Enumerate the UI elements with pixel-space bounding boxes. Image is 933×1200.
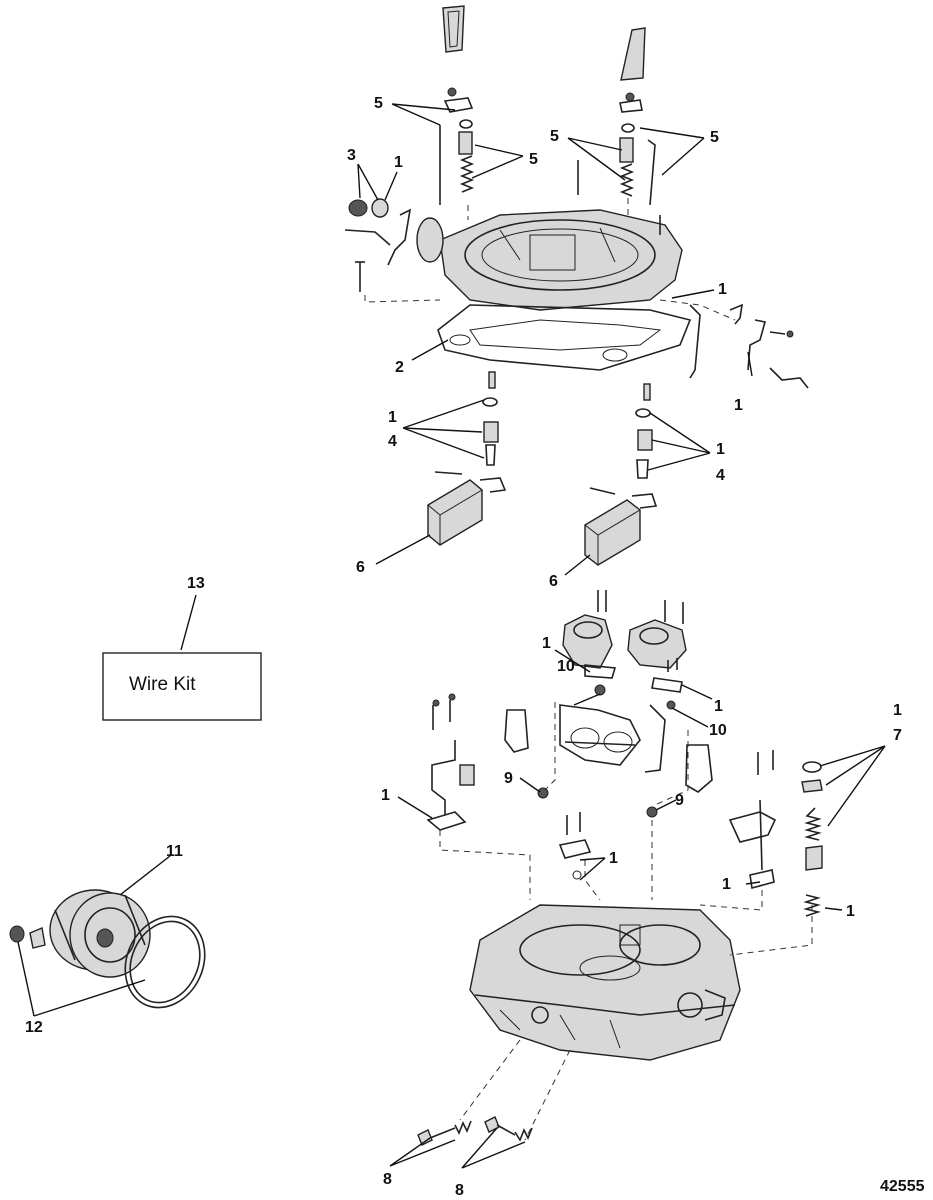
linkage-left (344, 198, 412, 266)
callout-9a: 9 (504, 770, 513, 787)
air-valve-right (620, 27, 646, 81)
idle-parts-center (558, 812, 592, 880)
callout-6a: 6 (356, 559, 365, 576)
wire-kit-box (102, 652, 262, 721)
callout-13: 13 (187, 575, 205, 592)
float-right (584, 499, 641, 566)
callout-4b: 4 (716, 467, 725, 484)
callout-4a: 4 (388, 433, 397, 450)
callout-1k: 1 (722, 876, 731, 893)
callout-3: 3 (347, 147, 356, 164)
callout-8b: 8 (455, 1182, 464, 1199)
pump-linkage-right (689, 303, 809, 389)
callout-10b: 10 (709, 722, 727, 739)
pump-plunger-parts (504, 664, 713, 793)
callout-1g: 1 (714, 698, 723, 715)
callout-2: 2 (395, 359, 404, 376)
callout-12: 12 (25, 1019, 43, 1036)
callout-5a: 5 (374, 95, 383, 112)
callout-1b: 1 (718, 281, 727, 298)
choke-housing (49, 889, 151, 978)
idle-mixture-screw-right (801, 761, 823, 917)
choke-pulloff-right (728, 750, 777, 890)
callout-1i: 1 (381, 787, 390, 804)
callout-1j: 1 (609, 850, 618, 867)
check-balls (537, 787, 658, 818)
air-horn-body (355, 209, 683, 311)
callout-8a: 8 (383, 1171, 392, 1188)
callout-1h: 1 (893, 702, 902, 719)
callout-1a: 1 (394, 154, 403, 171)
callout-5d: 5 (710, 129, 719, 146)
choke-screws (9, 925, 46, 949)
needle-seat-right (589, 383, 658, 509)
throttle-body (469, 904, 741, 1061)
idle-mixture-screws (417, 1116, 533, 1146)
choke-gasket (124, 915, 206, 1009)
vacuum-diaphragm-assemblies (562, 590, 687, 672)
callout-1d: 1 (388, 409, 397, 426)
leader-lines (17, 103, 886, 1169)
callout-numbers: 5 5 5 5 3 1 2 1 1 1 4 1 4 6 6 13 1 10 1 … (25, 95, 902, 1199)
callout-1f: 1 (542, 635, 551, 652)
choke-assembly-left (426, 693, 475, 831)
gasket (437, 304, 692, 371)
needle-seat-left (434, 371, 507, 493)
callout-5b: 5 (529, 151, 538, 168)
callout-9b: 9 (675, 792, 684, 809)
wire-kit-label: Wire Kit (129, 674, 196, 695)
callout-1e: 1 (716, 441, 725, 458)
callout-5c: 5 (550, 128, 559, 145)
callout-1l: 1 (846, 903, 855, 920)
figure-number: 42555 (880, 1178, 925, 1195)
metering-rod-right (577, 92, 656, 206)
callout-10a: 10 (557, 658, 575, 675)
callout-6b: 6 (549, 573, 558, 590)
callout-11: 11 (166, 843, 183, 860)
callout-1c: 1 (734, 397, 743, 414)
metering-rod-left (439, 87, 475, 205)
air-valve-left (442, 5, 465, 53)
callout-7: 7 (893, 727, 902, 744)
float-left (427, 479, 483, 546)
